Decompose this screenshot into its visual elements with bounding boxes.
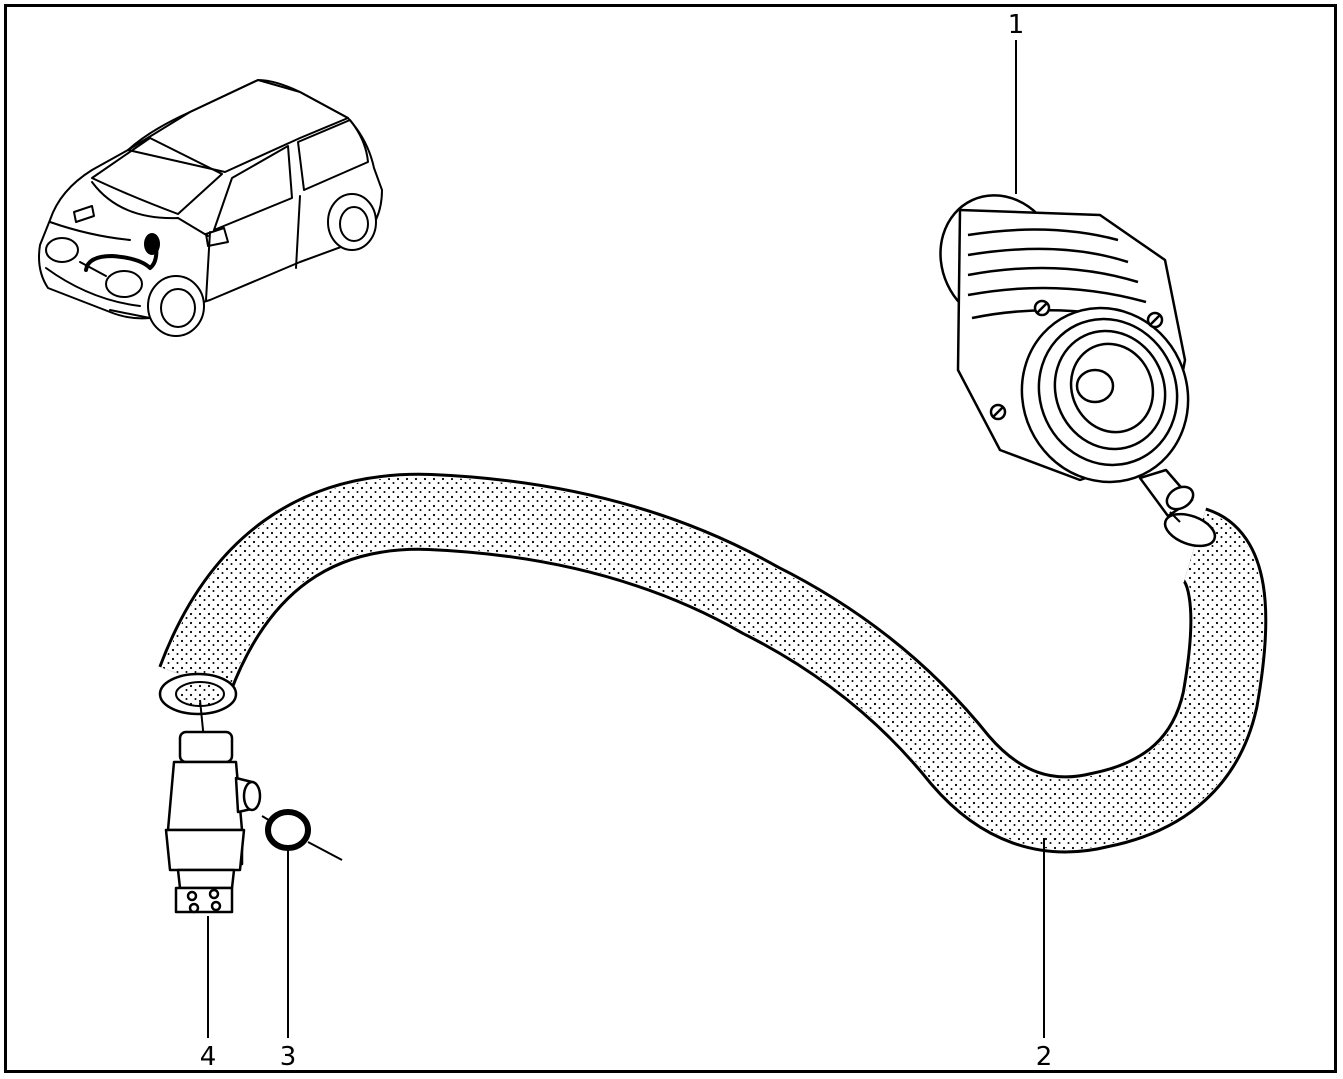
o-ring-seal-part [261,809,343,861]
callout-2: 2 [1035,1042,1053,1072]
callout-3: 3 [279,1042,297,1072]
air-flow-meter-part [939,194,1195,518]
callout-1: 1 [1007,10,1025,40]
hose-part [158,472,1268,854]
sensor-valve-part [164,730,262,914]
callout-leaders [207,40,1045,1038]
car-location-illustration [38,79,383,337]
callout-4: 4 [199,1042,217,1072]
